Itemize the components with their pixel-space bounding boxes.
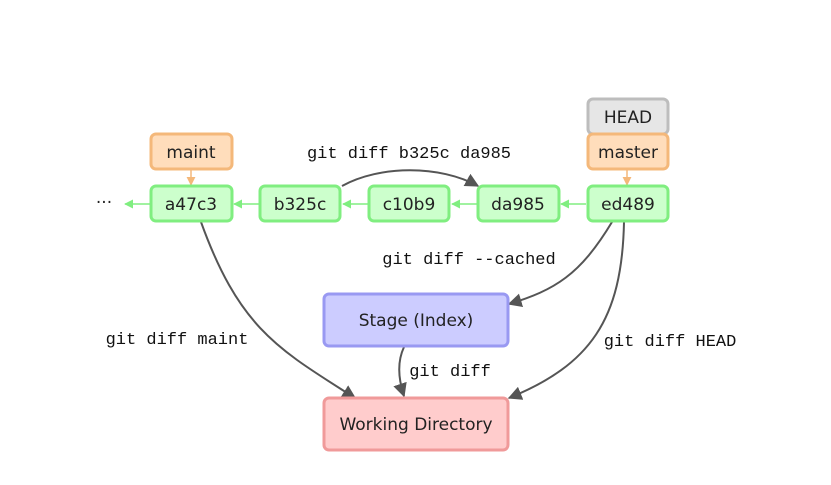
command-diff-commits: git diff b325c da985 bbox=[307, 145, 511, 164]
ellipsis: ··· bbox=[96, 193, 112, 213]
commit-a47c3-label: a47c3 bbox=[165, 195, 217, 215]
arrow-diff-cached bbox=[507, 221, 613, 308]
branch-maint: maint bbox=[149, 132, 234, 171]
stage-index-box: Stage (Index) bbox=[322, 292, 510, 348]
commit-ed489-label: ed489 bbox=[601, 195, 655, 215]
commit-ed489: ed489 bbox=[586, 184, 670, 223]
working-directory-box: Working Directory bbox=[322, 396, 510, 452]
command-diff: git diff bbox=[409, 363, 491, 382]
commit-b325c-label: b325c bbox=[274, 195, 327, 215]
commit-b325c: b325c bbox=[258, 184, 342, 223]
stage-index-label: Stage (Index) bbox=[359, 311, 474, 331]
command-diff-maint: git diff maint bbox=[106, 331, 249, 350]
branch-maint-label: maint bbox=[166, 143, 215, 163]
commit-a47c3: a47c3 bbox=[149, 184, 234, 223]
commit-c10b9: c10b9 bbox=[367, 184, 451, 223]
command-diff-head: git diff HEAD bbox=[604, 333, 737, 352]
arrow-diff bbox=[393, 346, 407, 398]
commit-c10b9-label: c10b9 bbox=[383, 195, 436, 215]
commit-da985: da985 bbox=[476, 184, 561, 223]
head-pointer: HEAD bbox=[586, 97, 670, 136]
command-diff-cached: git diff --cached bbox=[382, 251, 555, 270]
commit-da985-label: da985 bbox=[491, 195, 545, 215]
branch-master-label: master bbox=[598, 143, 658, 163]
arrow-diff-maint bbox=[200, 221, 357, 399]
working-directory-label: Working Directory bbox=[339, 415, 492, 435]
branch-master: master bbox=[586, 132, 670, 171]
arrow-diff-head bbox=[507, 221, 625, 400]
head-label: HEAD bbox=[604, 108, 652, 128]
arrow-diff-b325c-da985 bbox=[341, 169, 480, 187]
